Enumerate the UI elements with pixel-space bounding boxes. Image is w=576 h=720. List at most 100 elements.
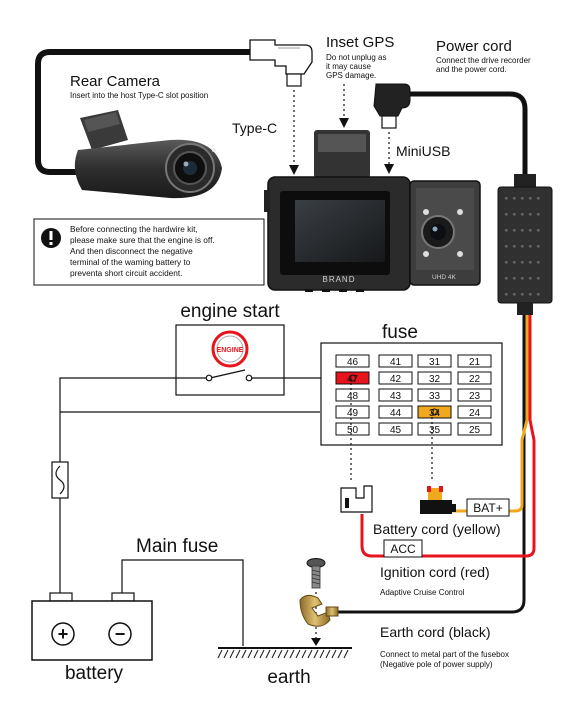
earth-cord-wire [335,315,526,614]
fuse-slot [417,405,452,419]
power-cord-note-2: and the power cord. [436,65,507,74]
fuse-slot-label: 50 [347,425,359,436]
dashcam-brand: BRAND [322,275,355,284]
type-c-label: Type-C [232,120,277,136]
battery-cord-wire [452,315,529,513]
fuse-slot-label: 25 [469,425,481,436]
fuse-slot-label: 49 [347,408,359,419]
bat-fuse-tap [420,486,456,514]
ground-icon [217,647,352,659]
fuse-slot-label: 34 [429,408,441,419]
fuse-slot [378,388,413,402]
fuse-slot-label: 31 [429,357,441,368]
plus-terminal-icon [51,622,75,646]
fuse-slot [457,354,492,368]
warning-line-4: terminal of the waming battery to [70,257,191,267]
ring-terminal-icon [299,594,339,627]
battery-icon: + − [31,592,153,661]
circuit-lines [59,369,321,646]
battery-plus: + [58,624,69,644]
ignition-cord-wire [360,315,536,558]
fuse-slot [335,371,370,385]
fuse-slot-label: 32 [429,374,441,385]
rear-camera-note: Insert into the host Type-C slot positio… [70,91,208,100]
warning-line-1: Before connecting the hardwire kit, [70,224,198,234]
acc-tag: ACC [390,542,416,556]
earth-note-1: Connect to metal part of the fusebox [380,650,509,659]
main-fuse-title: Main fuse [136,536,218,557]
fuse-slot-label: 48 [347,391,359,402]
miniusb-connector [373,83,411,129]
fuse-slot [378,405,413,419]
fuse-slot-label: 45 [390,425,402,436]
fuse-slot-label: 35 [429,425,441,436]
fuse-slot [335,422,370,436]
fuse-slot [417,422,452,436]
fuse-slot-label: 44 [390,408,402,419]
battery-title: battery [65,663,124,684]
acc-fuse-tap [340,485,373,513]
fuse-slot-label: 46 [347,357,359,368]
miniusb-label: MiniUSB [396,143,450,159]
fuse-slot [417,371,452,385]
warning-line-5: preventa short circuit accident. [70,268,183,278]
fuse-slot [457,388,492,402]
fuse-slot [457,422,492,436]
earth-cord-label: Earth cord (black) [380,624,490,640]
engine-button-icon: ENGINE [211,330,249,368]
earth-note-2: (Negative pole of power supply) [380,660,493,669]
fuse-slot [417,354,452,368]
warning-line-3: And then disconnect the negative [70,246,193,256]
warning-line-2: please make sure that the engine is off. [70,235,215,245]
rear-camera-title: Rear Camera [70,73,161,90]
fuse-slot [335,354,370,368]
fuse-slot [335,388,370,402]
fuse-slot-label: 22 [469,374,481,385]
power-converter-box [497,174,553,315]
fuse-slot [378,354,413,368]
fuse-title: fuse [382,322,418,343]
fuse-slot-label: 43 [390,391,402,402]
bat-tag-box [466,498,510,517]
fuse-slot-label: 23 [469,391,481,402]
inline-fuse-icon [51,461,69,499]
power-cord-note-1: Connect the drive recorder [436,56,531,65]
bat-tag: BAT+ [473,501,502,515]
rear-camera [74,110,222,199]
rear-camera-cable [35,49,258,175]
fuse-slot [457,405,492,419]
fuse-slot [457,371,492,385]
type-c-connector [249,39,313,87]
fuse-tap-point [349,374,356,382]
fuse-slot [335,405,370,419]
screw-icon [306,558,326,589]
inset-gps-title: Inset GPS [326,34,394,51]
power-cord-title: Power cord [436,38,512,55]
fuse-slot-label: 24 [469,408,481,419]
inset-gps-note-3: GPS damage. [326,71,376,80]
fuse-slot [378,371,413,385]
fuse-slot-label: 42 [390,374,402,385]
fuse-slot-label: 33 [429,391,441,402]
battery-cord-label: Battery cord (yellow) [373,521,501,537]
earth-title: earth [267,667,310,688]
minus-terminal-icon [108,622,132,646]
acc-meaning: Adaptive Cruise Control [380,588,465,597]
dashcam-uhd-badge: UHD 4K [432,274,457,281]
ignition-cord-label: Ignition cord (red) [380,564,490,580]
fuse-slot [417,388,452,402]
engine-start-title: engine start [180,301,280,322]
battery-minus: − [115,624,126,644]
acc-tag-box [383,539,423,558]
fuse-slot [378,422,413,436]
inset-gps-note-2: it may cause [326,62,371,71]
engine-button-label: ENGINE [217,347,244,354]
warning-box: Before connecting the hardwire kit, plea… [33,218,265,286]
fuse-slot-label: 47 [347,374,359,385]
dashcam-unit: BRAND UHD 4K [264,130,481,292]
fuse-slot-label: 41 [390,357,402,368]
inset-gps-note-1: Do not unplug as [326,53,387,62]
power-cord-cable [405,91,528,195]
